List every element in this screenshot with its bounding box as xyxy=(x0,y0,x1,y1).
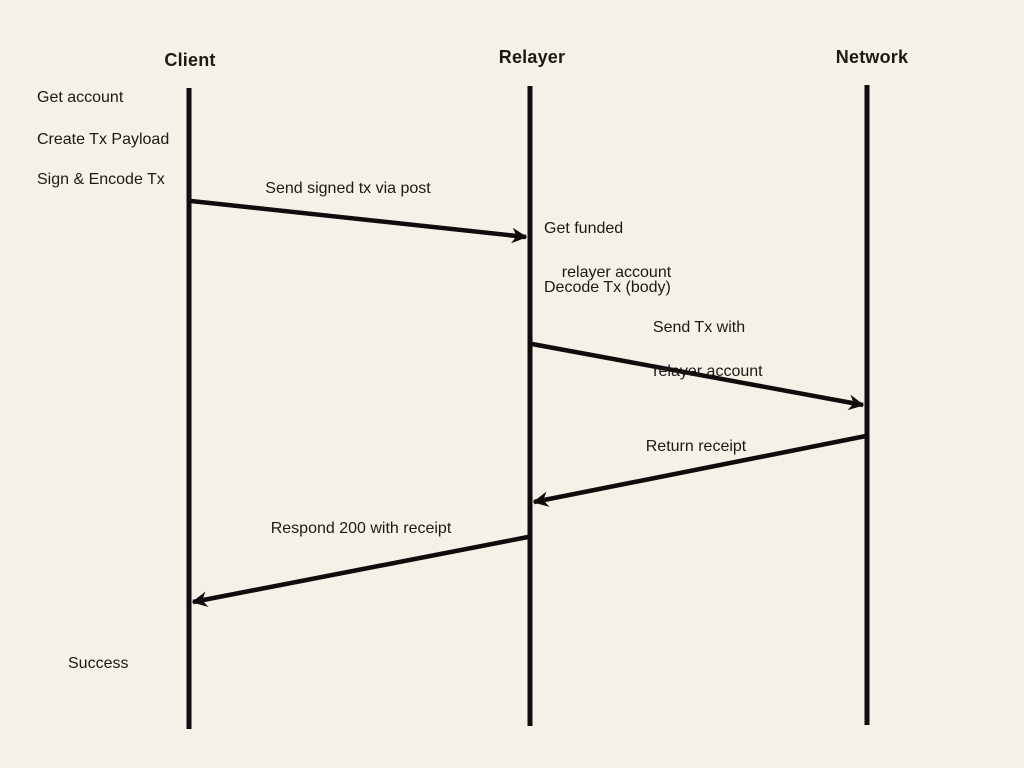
label-send-tx-line2: relayer account xyxy=(653,363,763,380)
label-get-funded: Get funded relayer account xyxy=(544,218,671,284)
label-success: Success xyxy=(68,655,129,672)
actor-client: Client xyxy=(164,50,216,70)
arrow-send-signed-tx xyxy=(190,198,528,244)
step-create-tx-payload: Create Tx Payload xyxy=(37,131,170,148)
arrow-send-tx-with-relayer-account xyxy=(531,341,865,411)
label-get-funded-line2: relayer account xyxy=(561,264,672,281)
arrow-return-receipt xyxy=(532,433,867,507)
actor-network: Network xyxy=(835,47,909,67)
label-respond-200: Respond 200 with receipt xyxy=(270,520,452,537)
step-sign-encode-tx: Sign & Encode Tx xyxy=(37,171,165,188)
label-send-tx-with-relayer: Send Tx with relayer account xyxy=(635,317,763,383)
step-get-account: Get account xyxy=(37,89,124,106)
label-return-receipt: Return receipt xyxy=(645,438,747,455)
label-send-signed-tx: Send signed tx via post xyxy=(265,180,431,197)
label-decode-tx: Decode Tx (body) xyxy=(544,279,671,296)
arrow-respond-200 xyxy=(191,534,529,607)
label-get-funded-line1: Get funded xyxy=(544,220,624,237)
actor-relayer: Relayer xyxy=(498,47,566,67)
label-send-tx-line1: Send Tx with xyxy=(652,319,746,336)
